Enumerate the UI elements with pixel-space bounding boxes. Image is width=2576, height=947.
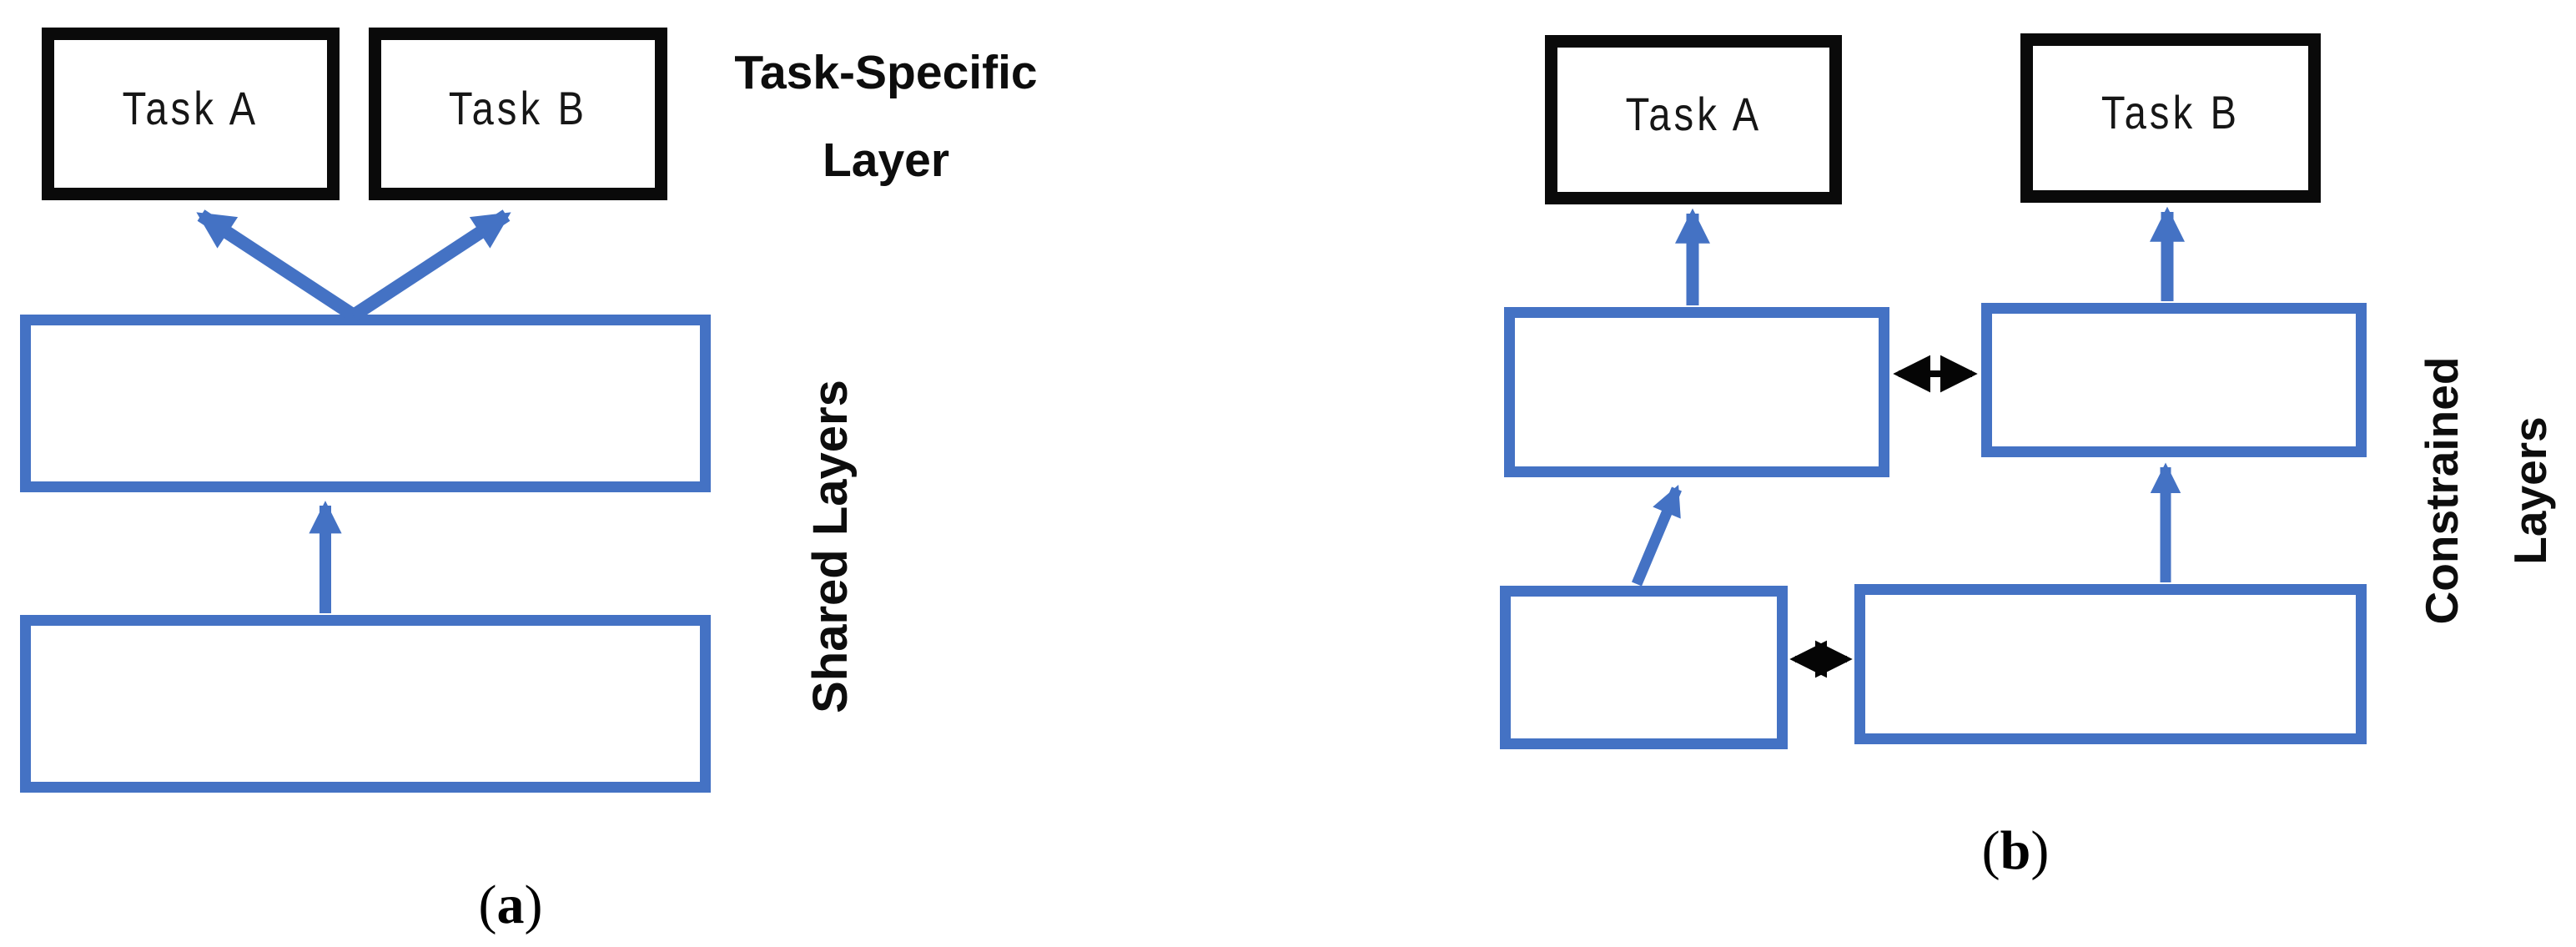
diagram-b-task-b-box: Task B	[2020, 33, 2321, 203]
diagram-a-task-b-label: Task B	[448, 82, 588, 134]
constrained-layers-label: Constrained Layers	[2397, 357, 2574, 625]
caption-b: (b)	[1982, 819, 2050, 883]
caption-b-close: )	[2030, 820, 2050, 881]
diagram-a-task-a-label: Task A	[122, 82, 259, 134]
caption-b-letter: b	[2000, 820, 2031, 881]
arrow-shared-to-task-b	[350, 209, 511, 321]
diagram-a-task-b-box: Task B	[369, 28, 667, 200]
constrained-box-row2-right	[1854, 584, 2367, 744]
arrow-row2-to-row1-left	[1632, 484, 1682, 587]
constrained-box-row2-left	[1500, 586, 1788, 749]
shared-layer-bottom-box	[20, 615, 711, 793]
task-specific-layer-line1: Task-Specific	[734, 46, 1038, 99]
caption-a-letter: a	[496, 874, 525, 935]
caption-a-open: (	[478, 874, 497, 935]
caption-a-close: )	[524, 874, 543, 935]
diagram-b-task-b-label: Task B	[2101, 86, 2241, 139]
task-specific-layer-line2: Layer	[822, 133, 950, 187]
constrained-box-row1-right	[1981, 303, 2367, 457]
constrained-layers-line1: Constrained	[2416, 356, 2468, 625]
caption-b-open: (	[1981, 820, 2000, 881]
task-specific-layer-label: Task-Specific Layer	[677, 29, 1094, 204]
shared-layer-top-box	[20, 315, 711, 492]
shared-layers-label: Shared Layers	[803, 380, 858, 713]
diagram-b-task-a-label: Task A	[1625, 88, 1762, 140]
constrained-box-row1-left	[1504, 307, 1889, 477]
constrained-layers-line2: Layers	[2504, 416, 2556, 565]
diagram-a-task-a-box: Task A	[42, 28, 340, 200]
diagram-b-task-a-box: Task A	[1545, 35, 1842, 204]
caption-a: (a)	[479, 874, 543, 937]
arrow-shared-to-task-a	[196, 209, 358, 321]
